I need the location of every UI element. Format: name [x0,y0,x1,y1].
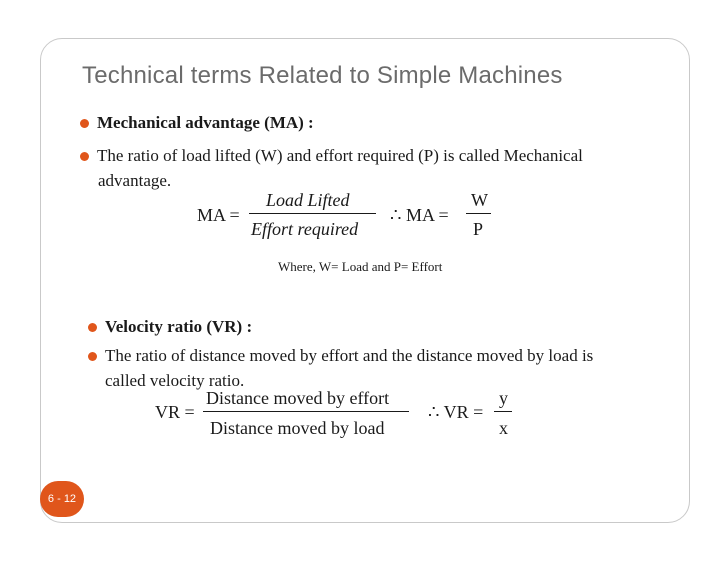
bullet-dot-icon [80,119,89,128]
bullet-dot-icon [88,323,97,332]
ma-therefore: ∴ MA = [390,205,449,225]
ma-numerator: Load Lifted [266,190,350,210]
definition-line-1: The ratio of distance moved by effort an… [105,346,594,365]
ma-num2: W [471,190,488,210]
vr-num2: y [499,388,508,408]
where-note: Where, W= Load and P= Effort [278,259,443,274]
heading-text: Velocity ratio (VR) : [105,317,253,336]
bullet-dot-icon [80,152,89,161]
ma-den2: P [473,219,484,239]
heading-text: Mechanical advantage (MA) : [97,113,314,132]
vr-fraction-bar [203,411,409,413]
page-number-badge: 6 - 12 [40,481,84,517]
slide-frame [40,38,690,523]
ma-fraction-bar [249,213,376,215]
ma-fraction-bar-2 [466,213,491,215]
slide-title: Technical terms Related to Simple Machin… [82,62,563,89]
definition-line-2: called velocity ratio. [105,371,245,390]
vr-fraction-bar-2 [494,411,512,413]
ma-denominator: Effort required [251,219,359,239]
vr-numerator: Distance moved by effort [206,388,390,408]
vr-therefore: ∴ VR = [428,402,484,422]
definition-line-2: advantage. [98,171,172,190]
bullet-dot-icon [88,352,97,361]
vr-den2: x [499,418,508,438]
vr-lhs: VR = [155,402,195,422]
definition-line-1: The ratio of load lifted (W) and effort … [97,146,583,165]
ma-lhs: MA = [197,205,240,225]
vr-denominator: Distance moved by load [210,418,385,438]
